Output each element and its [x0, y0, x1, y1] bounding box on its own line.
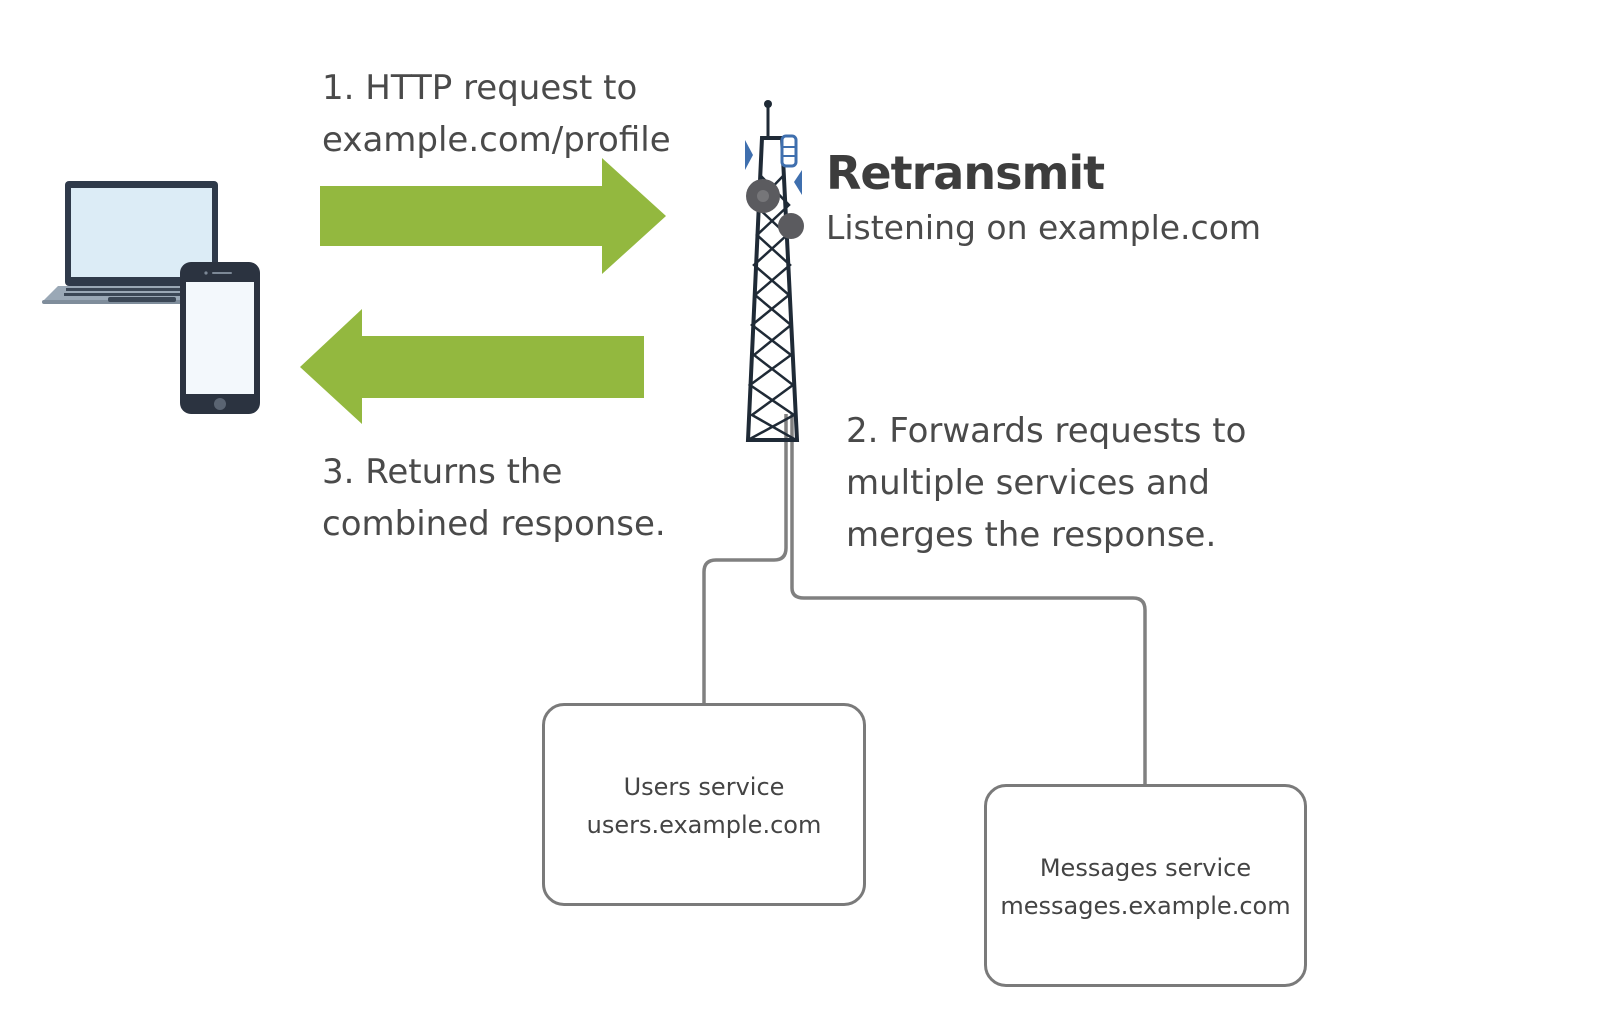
response-arrow — [300, 309, 644, 424]
step-1-line-2: example.com/profile — [322, 120, 671, 160]
step-1-label: 1. HTTP request to example.com/profile — [322, 62, 671, 166]
messages-service-box — [984, 784, 1307, 987]
step-3-line-2: combined response. — [322, 504, 666, 544]
server-subtitle: Listening on example.com — [826, 208, 1262, 247]
users-service-host: users.example.com — [586, 811, 822, 839]
users-service-name: Users service — [623, 773, 785, 801]
connector-messages — [790, 414, 1147, 784]
step-3-label: 3. Returns the combined response. — [322, 446, 666, 550]
step-1-line-1: 1. HTTP request to — [322, 68, 638, 108]
messages-service-name: Messages service — [1039, 854, 1252, 882]
step-2-line-2: multiple services and — [846, 463, 1210, 503]
server-title: Retransmit — [826, 146, 1105, 200]
step-2-label: 2. Forwards requests to multiple service… — [846, 405, 1246, 561]
connector-users — [702, 414, 788, 703]
smartphone-icon — [180, 262, 260, 414]
users-service-box — [542, 703, 866, 906]
step-2-line-1: 2. Forwards requests to — [846, 411, 1247, 451]
step-3-line-1: 3. Returns the — [322, 452, 563, 492]
request-arrow — [320, 158, 666, 274]
radio-tower-icon — [745, 100, 804, 442]
users-service-label: Users service users.example.com — [542, 768, 866, 844]
messages-service-label: Messages service messages.example.com — [984, 849, 1307, 925]
messages-service-host: messages.example.com — [1000, 892, 1291, 920]
step-2-line-3: merges the response. — [846, 515, 1217, 555]
